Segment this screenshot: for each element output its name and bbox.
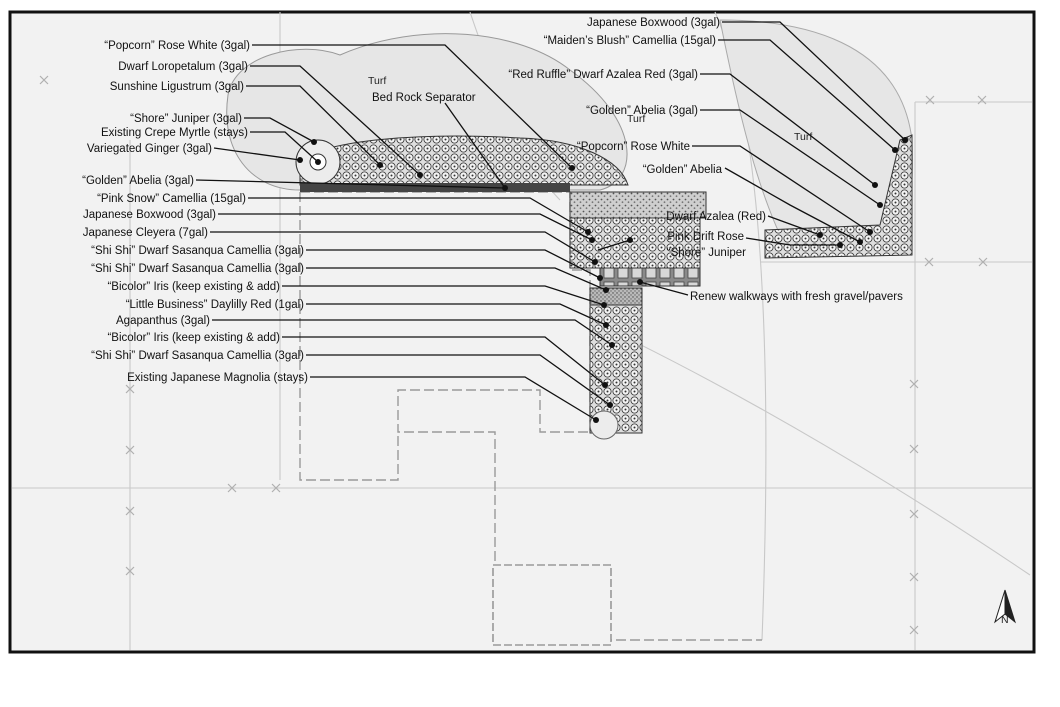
label-bicolor-iris-2: “Bicolor” Iris (keep existing & add) xyxy=(107,332,280,344)
label-bicolor-iris-1: “Bicolor” Iris (keep existing & add) xyxy=(107,281,280,293)
leaders-right xyxy=(444,21,908,296)
garage-pad xyxy=(492,564,612,646)
bed-east-lawn xyxy=(764,134,913,259)
label-variegated-ginger: Variegated Ginger (3gal) xyxy=(87,143,212,155)
leaders-left xyxy=(195,44,615,423)
label-japanese-boxwood-east: Japanese Boxwood (3gal) xyxy=(587,17,720,29)
bed-rock-strip xyxy=(300,183,570,192)
label-shore-juniper-east: “Shore” Juniper xyxy=(667,247,746,259)
magnolia xyxy=(589,410,619,440)
label-popcorn-rose: “Popcorn” Rose White (3gal) xyxy=(104,40,250,52)
label-shishi-camellia-2: “Shi Shi” Dwarf Sasanqua Camellia (3gal) xyxy=(91,263,304,275)
compass-label: N xyxy=(1001,614,1009,626)
label-dwarf-loropetalum: Dwarf Loropetalum (3gal) xyxy=(118,61,248,73)
label-red-ruffle-azalea: “Red Ruffle” Dwarf Azalea Red (3gal) xyxy=(508,69,698,81)
label-crepe-myrtle: Existing Crepe Myrtle (stays) xyxy=(101,127,248,139)
turf-label-3: Turf xyxy=(794,131,812,143)
label-shore-juniper: “Shore” Juniper (3gal) xyxy=(130,113,242,125)
label-shishi-camellia-1: “Shi Shi” Dwarf Sasanqua Camellia (3gal) xyxy=(91,245,304,257)
label-japanese-cleyera: Japanese Cleyera (7gal) xyxy=(83,227,208,239)
bed-north xyxy=(299,135,629,186)
bed-corner xyxy=(569,217,701,269)
label-pink-drift-rose: Pink Drift Rose xyxy=(667,231,744,243)
labels-left: “Popcorn” Rose White (3gal) Dwarf Lorope… xyxy=(82,40,308,384)
north-arrow-icon: N xyxy=(994,589,1016,626)
label-renew-walkways: Renew walkways with fresh gravel/pavers xyxy=(690,291,903,303)
label-maidens-blush-camellia: “Maiden’s Blush” Camellia (15gal) xyxy=(544,35,717,47)
label-golden-abelia-east-2: “Golden” Abelia xyxy=(643,164,723,176)
label-golden-abelia: “Golden” Abelia (3gal) xyxy=(82,175,194,187)
label-dwarf-azalea: Dwarf Azalea (Red) xyxy=(666,211,766,223)
label-sunshine-ligustrum: Sunshine Ligustrum (3gal) xyxy=(110,81,244,93)
paver-walk xyxy=(599,267,701,287)
label-pink-snow-camellia: “Pink Snow” Camellia (15gal) xyxy=(97,193,246,205)
turf-label-1: Turf xyxy=(368,75,386,87)
turf-label-2: Turf xyxy=(627,113,645,125)
label-popcorn-rose-east: “Popcorn” Rose White xyxy=(577,141,690,153)
label-japanese-boxwood: Japanese Boxwood (3gal) xyxy=(83,209,216,221)
label-shishi-camellia-3: “Shi Shi” Dwarf Sasanqua Camellia (3gal) xyxy=(91,350,304,362)
label-daylilly: “Little Business” Daylilly Red (1gal) xyxy=(126,299,304,311)
label-golden-abelia-east: “Golden” Abelia (3gal) xyxy=(586,105,698,117)
house-outline xyxy=(299,191,762,641)
label-agapanthus: Agapanthus (3gal) xyxy=(116,315,210,327)
label-bed-rock-separator: Bed Rock Separator xyxy=(372,92,476,104)
fence-markers xyxy=(39,75,988,635)
label-japanese-magnolia: Existing Japanese Magnolia (stays) xyxy=(127,372,308,384)
labels-right: Japanese Boxwood (3gal) “Maiden’s Blush”… xyxy=(508,17,766,259)
